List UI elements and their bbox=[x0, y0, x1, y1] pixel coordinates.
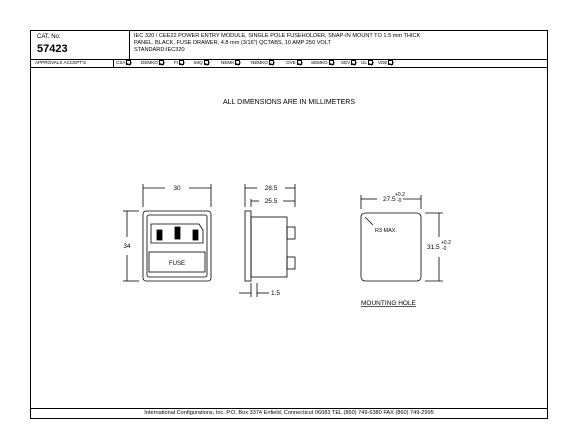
fuse-label: FUSE bbox=[169, 261, 185, 267]
approval-demko: DEMKO bbox=[141, 59, 164, 66]
divider bbox=[113, 59, 114, 67]
hole-width-tol-bottom: -0 bbox=[397, 198, 402, 204]
hole-width-tol-top: +0.2 bbox=[395, 192, 405, 198]
check-icon bbox=[126, 60, 132, 65]
front-width-label: 30 bbox=[173, 185, 181, 192]
hole-height-tol-top: +0.2 bbox=[441, 240, 451, 246]
approval-ove: OVE bbox=[286, 59, 302, 66]
approval-label: NEMK bbox=[221, 60, 235, 65]
title-block: CAT. No. 57423 IEC 320 / CEE22 POWER ENT… bbox=[31, 31, 547, 60]
approval-ul: UL bbox=[361, 59, 373, 66]
approval-fi: FI bbox=[174, 59, 185, 66]
mounting-hole-view bbox=[360, 195, 443, 282]
approval-label: IMQ bbox=[194, 60, 203, 65]
approval-csa: CSA bbox=[116, 59, 132, 66]
drawing-sheet: CAT. No. 57423 IEC 320 / CEE22 POWER ENT… bbox=[30, 30, 548, 419]
description-line: PANEL. BLACK, FUSE DRAWER, 4.8 mm (3/16"… bbox=[134, 40, 331, 46]
approval-label: OVE bbox=[286, 60, 296, 65]
check-icon bbox=[158, 60, 164, 65]
approvals-row: APPROVALS ACCEPT'S CSA DEMKO FI IMQ NEMK… bbox=[31, 59, 547, 68]
approval-imq: IMQ bbox=[194, 59, 209, 66]
approval-semko: SEMKO bbox=[311, 59, 334, 66]
front-view bbox=[123, 184, 212, 282]
approval-label: SEMKO bbox=[311, 60, 328, 65]
hole-width-label: 27.5 bbox=[383, 196, 396, 203]
check-icon bbox=[328, 60, 334, 65]
check-icon bbox=[179, 60, 185, 65]
check-icon bbox=[367, 60, 373, 65]
check-icon bbox=[351, 60, 357, 65]
catalog-cell: CAT. No. 57423 bbox=[31, 31, 130, 59]
hole-height-label: 31.5 bbox=[427, 244, 440, 251]
side-inner-label: 25.5 bbox=[265, 198, 278, 205]
radius-label: R3 MAX. bbox=[375, 228, 397, 234]
approval-label: VDE bbox=[378, 60, 388, 65]
check-icon bbox=[235, 60, 241, 65]
dimensions-note: ALL DIMENSIONS ARE IN MILLIMETERS bbox=[223, 99, 355, 106]
approval-label: NEMKO bbox=[251, 60, 268, 65]
side-overall-label: 28.5 bbox=[265, 185, 278, 192]
approval-nemk: NEMK bbox=[221, 59, 241, 66]
approval-label: DEMKO bbox=[141, 60, 158, 65]
approval-label: SEV bbox=[341, 60, 351, 65]
side-view bbox=[239, 184, 296, 297]
approval-nemko: NEMKO bbox=[251, 59, 274, 66]
panel-thickness-label: 1.5 bbox=[271, 290, 280, 297]
approval-label: CSA bbox=[116, 60, 126, 65]
mounting-hole-caption: MOUNTING HOLE bbox=[361, 300, 417, 307]
technical-drawing: 30 34 FUSE 28.5 25.5 1.5 27.5 +0.2 -0 31… bbox=[123, 184, 451, 307]
approvals-label: APPROVALS ACCEPT'S bbox=[35, 60, 87, 65]
check-icon bbox=[388, 60, 394, 65]
check-icon bbox=[296, 60, 302, 65]
check-icon bbox=[203, 60, 209, 65]
product-description: IEC 320 / CEE22 POWER ENTRY MODULE, SING… bbox=[134, 33, 544, 54]
approval-sev: SEV bbox=[341, 59, 357, 66]
catalog-label: CAT. No. bbox=[37, 34, 61, 40]
company-footer: International Configurations, Inc. P.O. … bbox=[31, 408, 547, 418]
hole-height-tol-bottom: -0 bbox=[442, 246, 447, 252]
description-line: IEC 320 / CEE22 POWER ENTRY MODULE, SING… bbox=[134, 33, 421, 39]
check-icon bbox=[268, 60, 274, 65]
description-line: STANDARD:IEC320 bbox=[134, 47, 185, 53]
approval-label: UL bbox=[361, 60, 367, 65]
approval-vde: VDE bbox=[378, 59, 394, 66]
front-height-label: 34 bbox=[123, 243, 131, 250]
approval-label: FI bbox=[174, 60, 179, 65]
catalog-number: 57423 bbox=[37, 43, 68, 55]
